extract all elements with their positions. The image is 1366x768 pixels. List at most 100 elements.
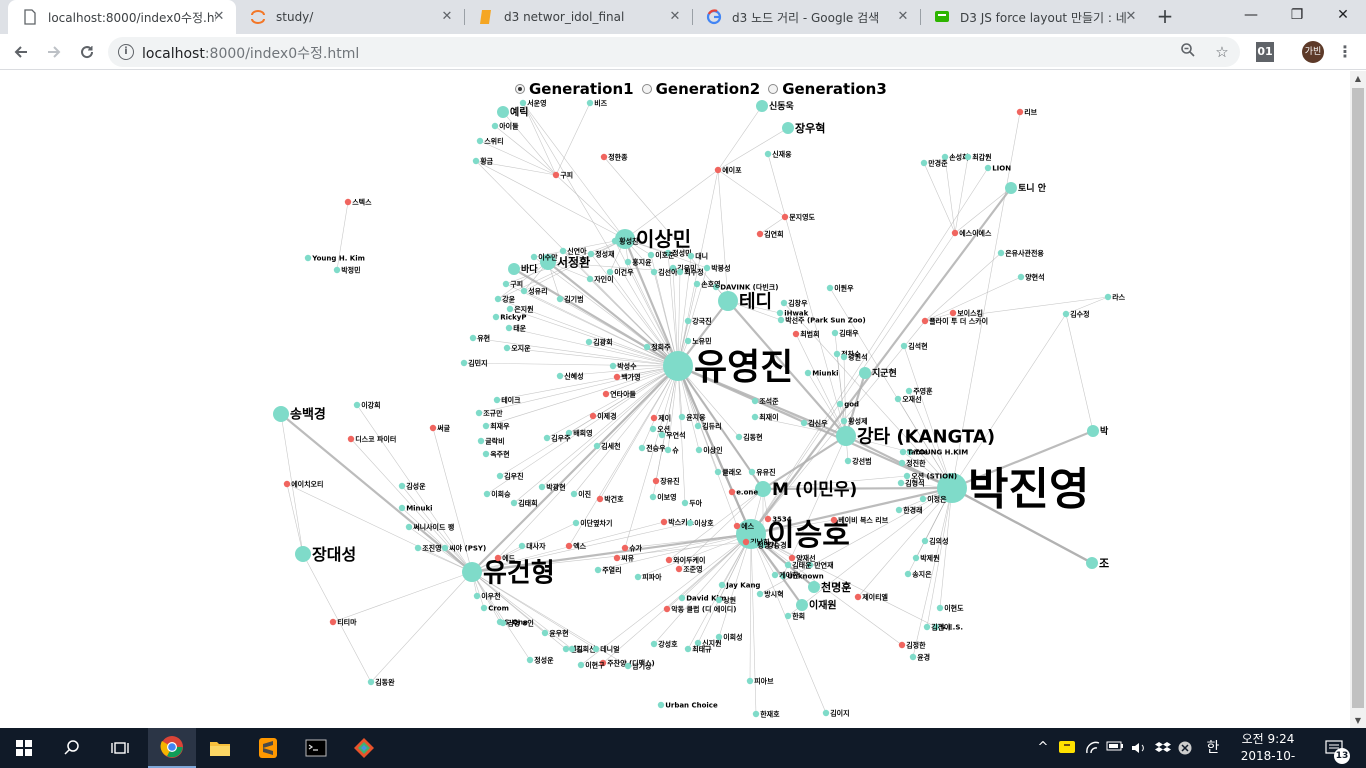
person-node-circle[interactable]	[556, 372, 564, 380]
graph-node[interactable]: 테디	[718, 291, 772, 312]
graph-node[interactable]: 이진	[570, 490, 591, 499]
person-node-circle[interactable]	[831, 329, 839, 337]
graph-node[interactable]: 이상인	[695, 446, 723, 455]
graph-node[interactable]: 에이치오티	[283, 480, 324, 489]
graph-node[interactable]: 에드	[494, 554, 516, 563]
graph-node[interactable]: 김희신	[568, 645, 596, 654]
radio-button[interactable]	[641, 84, 652, 94]
person-node-circle[interactable]	[594, 566, 602, 574]
graph-node[interactable]: 최재이	[751, 413, 779, 422]
graph-node[interactable]: Urban Choice	[657, 702, 718, 710]
person-node-circle[interactable]	[638, 444, 646, 452]
person-node-circle[interactable]	[782, 122, 794, 134]
scroll-thumb[interactable]	[1352, 88, 1364, 708]
bookmark-star-icon[interactable]: ☆	[1215, 43, 1229, 61]
graph-node[interactable]: 주찬양 (디맥스)	[599, 659, 655, 668]
person-node-circle[interactable]	[964, 153, 972, 161]
person-node-circle[interactable]	[678, 413, 686, 421]
site-info-icon[interactable]: i	[118, 44, 134, 60]
graph-node[interactable]: 강선범	[844, 457, 872, 466]
graph-node[interactable]: 이희승	[483, 490, 511, 499]
graph-node[interactable]: 신혜성	[556, 372, 584, 381]
graph-node[interactable]: 김의성	[921, 537, 949, 546]
graph-node[interactable]: 조준영	[675, 565, 703, 574]
menu-kebab-icon[interactable]: ⋮	[1337, 42, 1353, 61]
graph-node[interactable]: god	[836, 401, 859, 409]
company-node-circle[interactable]	[675, 565, 683, 573]
graph-node[interactable]: 백가영	[613, 373, 641, 382]
graph-node[interactable]: 김광회	[585, 338, 613, 347]
person-node-circle[interactable]	[840, 353, 848, 361]
radio-generation3[interactable]: Generation3	[768, 80, 887, 98]
graph-node[interactable]: David Kim	[678, 595, 726, 603]
graph-node[interactable]: 상원	[715, 596, 736, 605]
company-node-circle[interactable]	[788, 554, 796, 562]
person-node-circle[interactable]	[508, 263, 520, 275]
graph-node[interactable]: 은유사관전용	[997, 249, 1045, 258]
tab-notebook[interactable]: d3 networ_idol_final ✕	[464, 0, 692, 34]
graph-node[interactable]: 자인이	[586, 275, 614, 284]
graph-node[interactable]: 이상호	[686, 519, 714, 528]
graph-node[interactable]: 디스코 파이터	[347, 435, 396, 444]
graph-node[interactable]: 오션 (STION)	[903, 472, 957, 481]
person-node-circle[interactable]	[735, 433, 743, 441]
company-node-circle[interactable]	[652, 477, 660, 485]
graph-node[interactable]: 김남희	[742, 538, 770, 547]
graph-node[interactable]: 신동욱	[756, 100, 794, 112]
graph-node[interactable]: 신지원	[694, 639, 722, 648]
person-node-circle[interactable]	[503, 344, 511, 352]
person-node-circle[interactable]	[559, 247, 567, 255]
graph-node[interactable]: 주열리	[594, 566, 622, 575]
graph-node[interactable]: 구피	[502, 280, 523, 289]
close-window-button[interactable]: ✕	[1337, 7, 1349, 23]
graph-node[interactable]: 김태우	[831, 329, 859, 338]
company-node-circle[interactable]	[663, 605, 671, 613]
graph-node[interactable]: 윤우현	[541, 629, 569, 638]
graph-node[interactable]: 3534	[764, 516, 792, 524]
scroll-down-icon[interactable]: ▼	[1354, 716, 1362, 725]
person-node-circle[interactable]	[897, 479, 905, 487]
person-node-circle[interactable]	[475, 409, 483, 417]
graph-node[interactable]: 와이두케이	[665, 556, 706, 565]
person-node-circle[interactable]	[751, 397, 759, 405]
person-node-circle[interactable]	[898, 459, 906, 467]
graph-node[interactable]: 김석현	[900, 342, 928, 351]
person-node-circle[interactable]	[586, 99, 594, 107]
graph-node[interactable]: 아이들	[491, 122, 519, 131]
graph-node[interactable]: 유영진	[663, 347, 793, 388]
graph-node[interactable]: 김태희	[510, 499, 538, 508]
person-node-circle[interactable]	[676, 268, 684, 276]
graph-node[interactable]: 씨유	[613, 554, 635, 563]
file-explorer-icon[interactable]	[196, 728, 244, 768]
graph-node[interactable]: YOUNG H.KIM	[906, 449, 968, 457]
graph-node[interactable]: 장대성	[295, 545, 356, 564]
graph-node[interactable]: 양현석	[1017, 273, 1045, 282]
system-clock[interactable]: 오전 9:24 2018-10-03	[1236, 731, 1300, 768]
graph-node[interactable]: 두아	[681, 499, 703, 508]
graph-node[interactable]: 박건호	[596, 495, 624, 504]
person-node-circle[interactable]	[586, 275, 594, 283]
graph-node[interactable]: 유현	[469, 334, 490, 343]
person-node-circle[interactable]	[441, 544, 449, 552]
company-node-circle[interactable]	[613, 554, 621, 562]
graph-node[interactable]: Young H. Kim	[304, 255, 365, 263]
person-node-circle[interactable]	[480, 604, 488, 612]
graph-node[interactable]: 신재웅	[764, 150, 792, 159]
person-node-circle[interactable]	[899, 448, 907, 456]
graph-node[interactable]: 홍지윤	[624, 258, 652, 267]
person-node-circle[interactable]	[895, 506, 903, 514]
person-node-circle[interactable]	[932, 623, 940, 631]
person-node-circle[interactable]	[634, 573, 642, 581]
graph-node[interactable]: 장유진	[652, 477, 680, 486]
graph-node[interactable]: 써글	[429, 424, 451, 433]
person-node-circle[interactable]	[476, 137, 484, 145]
graph-node[interactable]: 김민지	[460, 359, 488, 368]
company-node-circle[interactable]	[621, 544, 629, 552]
graph-node[interactable]: 노유민	[684, 337, 712, 346]
task-view-icon[interactable]	[96, 728, 144, 768]
person-node-circle[interactable]	[997, 249, 1005, 257]
person-node-circle[interactable]	[518, 542, 526, 550]
person-node-circle[interactable]	[844, 457, 852, 465]
tab-study[interactable]: study/ ✕	[236, 0, 464, 34]
graph-node[interactable]: 우연석	[658, 431, 686, 440]
